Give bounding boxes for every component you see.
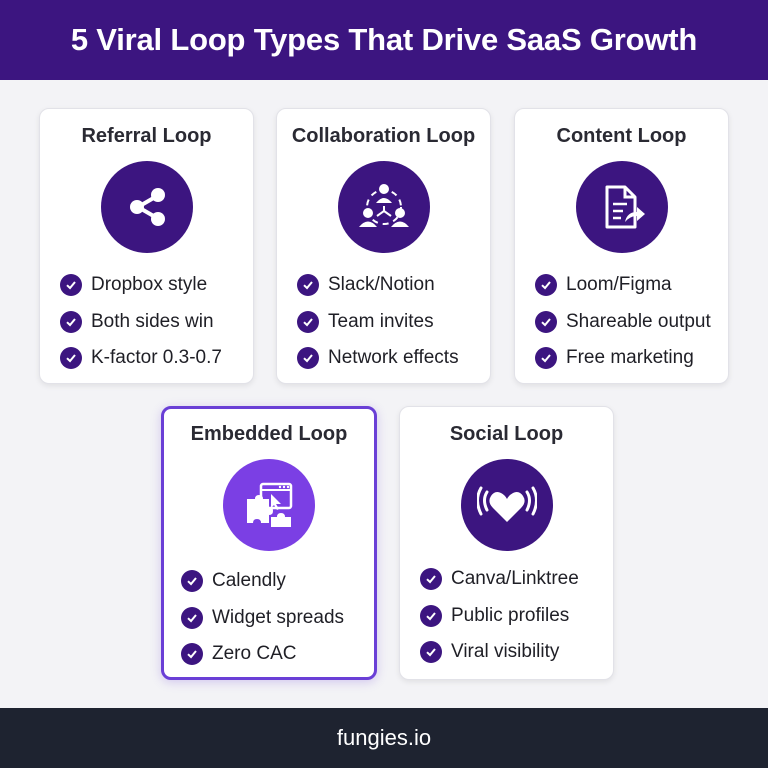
list-item-label: Widget spreads — [212, 606, 345, 628]
check-icon — [535, 347, 557, 370]
card-referral-loop: Referral Loop Dropbox style Both sides w… — [39, 108, 254, 384]
list-item-label: Calendly — [212, 570, 286, 592]
list-item-label: Canva/Linktree — [451, 568, 579, 590]
list-item-label: Free marketing — [566, 347, 694, 369]
check-icon — [535, 274, 557, 297]
list-item: Both sides win — [60, 304, 222, 341]
card-title: Content Loop — [556, 125, 687, 147]
list-item-label: Network effects — [328, 347, 459, 369]
check-icon — [181, 570, 203, 593]
list-item: Canva/Linktree — [420, 561, 579, 598]
document-share-icon — [575, 161, 668, 253]
list-item-label: Team invites — [328, 310, 434, 332]
card-title: Collaboration Loop — [291, 125, 476, 147]
list-item-label: Zero CAC — [212, 643, 297, 665]
list-item: Calendly — [181, 563, 344, 600]
check-icon — [181, 643, 203, 666]
card-social-loop: Social Loop Canva/Linktree Public profil… — [399, 406, 614, 680]
card-content-loop: Content Loop Loom/Figma Shareable output… — [514, 108, 729, 384]
check-icon — [297, 274, 319, 297]
header-banner: 5 Viral Loop Types That Drive SaaS Growt… — [0, 0, 768, 80]
check-icon — [297, 347, 319, 370]
list-item: Shareable output — [535, 304, 711, 341]
heart-broadcast-icon — [460, 459, 553, 551]
list-item: Loom/Figma — [535, 267, 711, 304]
share-icon — [100, 161, 193, 253]
feature-list: Canva/Linktree Public profiles Viral vis… — [420, 561, 579, 671]
check-icon — [60, 274, 82, 297]
check-icon — [535, 310, 557, 333]
list-item-label: Shareable output — [566, 310, 711, 332]
list-item: Free marketing — [535, 340, 711, 377]
feature-list: Loom/Figma Shareable output Free marketi… — [535, 267, 711, 377]
team-network-icon — [337, 161, 430, 253]
list-item: Network effects — [297, 340, 459, 377]
check-icon — [60, 310, 82, 333]
feature-list: Dropbox style Both sides win K-factor 0.… — [60, 267, 222, 377]
card-title: Embedded Loop — [190, 423, 348, 445]
list-item: Team invites — [297, 304, 459, 341]
check-icon — [420, 568, 442, 591]
feature-list: Slack/Notion Team invites Network effect… — [297, 267, 459, 377]
check-icon — [297, 310, 319, 333]
footer-bar: fungies.io — [0, 708, 768, 768]
list-item: Viral visibility — [420, 634, 579, 671]
list-item-label: Loom/Figma — [566, 274, 672, 296]
list-item: K-factor 0.3-0.7 — [60, 340, 222, 377]
list-item-label: Dropbox style — [91, 274, 208, 296]
check-icon — [60, 347, 82, 370]
list-item-label: K-factor 0.3-0.7 — [91, 347, 222, 369]
card-title: Social Loop — [449, 423, 564, 445]
check-icon — [420, 641, 442, 664]
list-item-label: Slack/Notion — [328, 274, 435, 296]
list-item: Widget spreads — [181, 600, 344, 637]
feature-list: Calendly Widget spreads Zero CAC — [181, 563, 344, 673]
list-item-label: Viral visibility — [451, 641, 560, 663]
list-item: Dropbox style — [60, 267, 222, 304]
check-icon — [181, 606, 203, 629]
footer-brand: fungies.io — [336, 725, 432, 750]
list-item-label: Both sides win — [91, 310, 214, 332]
list-item: Zero CAC — [181, 636, 344, 673]
card-title: Referral Loop — [81, 125, 212, 147]
check-icon — [420, 604, 442, 627]
page-title: 5 Viral Loop Types That Drive SaaS Growt… — [70, 22, 698, 57]
list-item: Public profiles — [420, 598, 579, 635]
puzzle-widget-icon — [223, 459, 315, 551]
list-item: Slack/Notion — [297, 267, 459, 304]
card-collaboration-loop: Collaboration Loop Slack/Notion Team inv… — [276, 108, 491, 384]
card-embedded-loop: Embedded Loop Calendly Widget spreads Ze… — [161, 406, 377, 680]
list-item-label: Public profiles — [451, 604, 570, 626]
